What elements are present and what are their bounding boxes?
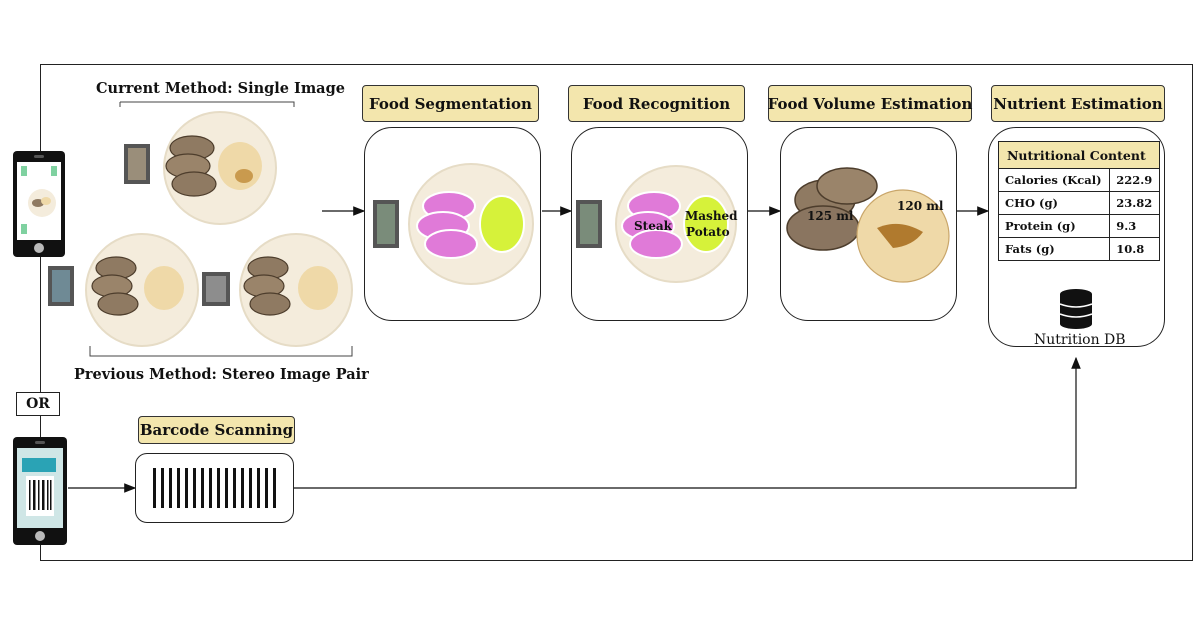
segmentation-image [373,163,534,285]
row-value: 222.9 [1109,168,1160,192]
current-method-bracket [119,101,295,107]
recognition-panel: Steak Mashed Potato [571,127,748,321]
table-row: CHO (g) 23.82 [997,191,1160,215]
previous-method-caption: Previous Method: Stereo Image Pair [74,366,369,383]
row-value: 23.82 [1109,191,1160,215]
database-icon [1059,289,1093,329]
label-potato: Potato [686,225,730,239]
row-label: Calories (Kcal) [997,168,1111,192]
stage-label-nutrient: Nutrient Estimation [991,85,1165,122]
row-value: 9.3 [1109,214,1160,238]
table-row: Protein (g) 9.3 [997,214,1160,238]
or-divider: OR [16,392,60,416]
nutrition-table: Nutritional Content Calories (Kcal) 222.… [997,141,1160,261]
gravy [877,223,923,248]
pipeline-frame [40,64,1193,561]
label-mashed: Mashed [685,209,738,223]
arrow-barcode-to-db [294,356,1081,489]
volume-label-steak: 125 ml [807,209,854,223]
nutrition-table-header: Nutritional Content [998,141,1160,169]
stage-label-barcode: Barcode Scanning [138,416,295,444]
row-value: 10.8 [1109,237,1160,261]
label-steak: Steak [634,219,673,233]
steak-3d-2 [816,167,878,205]
recognition-image: Steak Mashed Potato [576,165,738,283]
current-method-caption: Current Method: Single Image [96,80,345,97]
smartphone-barcode-icon [13,437,67,545]
steak-segment-3 [424,229,478,259]
barcode-icon [153,468,276,508]
volume-label-potato: 120 ml [897,199,944,213]
single-image [124,111,277,225]
barcode-panel [135,453,294,523]
volume-image: 125 ml 120 ml [786,167,950,283]
row-label: Fats (g) [997,237,1111,261]
table-row: Fats (g) 10.8 [997,237,1160,261]
stereo-image-pair [48,233,353,347]
table-row: Calories (Kcal) 222.9 [997,168,1160,192]
volume-panel: 125 ml 120 ml [780,127,957,321]
row-label: CHO (g) [997,191,1111,215]
stage-label-volume: Food Volume Estimation [768,85,972,122]
segmentation-panel [364,127,541,321]
stage-label-recognition: Food Recognition [568,85,745,122]
smartphone-icon [13,151,65,257]
previous-method-bracket [89,346,353,357]
or-label: OR [26,396,50,412]
potato-segment [479,195,525,253]
database-label: Nutrition DB [1034,332,1126,348]
row-label: Protein (g) [997,214,1111,238]
stage-label-segmentation: Food Segmentation [362,85,539,122]
